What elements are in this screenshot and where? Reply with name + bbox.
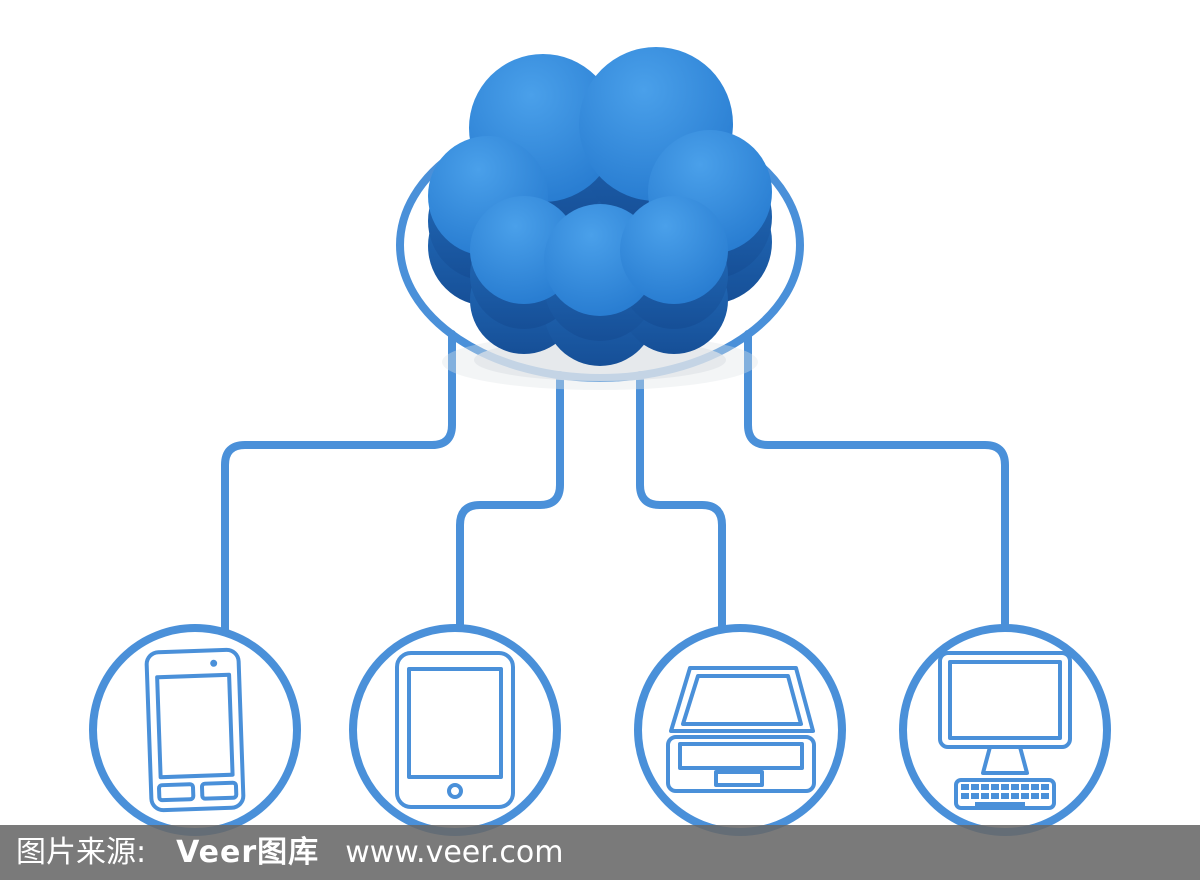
watermark-bar: 图片来源: Veer图库 www.veer.com [0,825,1200,880]
connector-laptop [636,371,726,644]
keyboard-keys [961,784,1049,806]
watermark-brand: Veer图库 [176,835,320,870]
tablet-icon [395,651,515,809]
connector-desktop [744,330,1009,644]
watermark-url: www.veer.com [345,835,564,870]
desktop-computer-icon [938,651,1072,810]
watermark-source-label: 图片来源: [16,835,147,870]
connector-smartphone [221,330,456,644]
cloud-icon [428,47,772,316]
smartphone-icon [144,647,246,813]
laptop-icon [666,666,816,793]
connector-tablet [456,371,564,644]
